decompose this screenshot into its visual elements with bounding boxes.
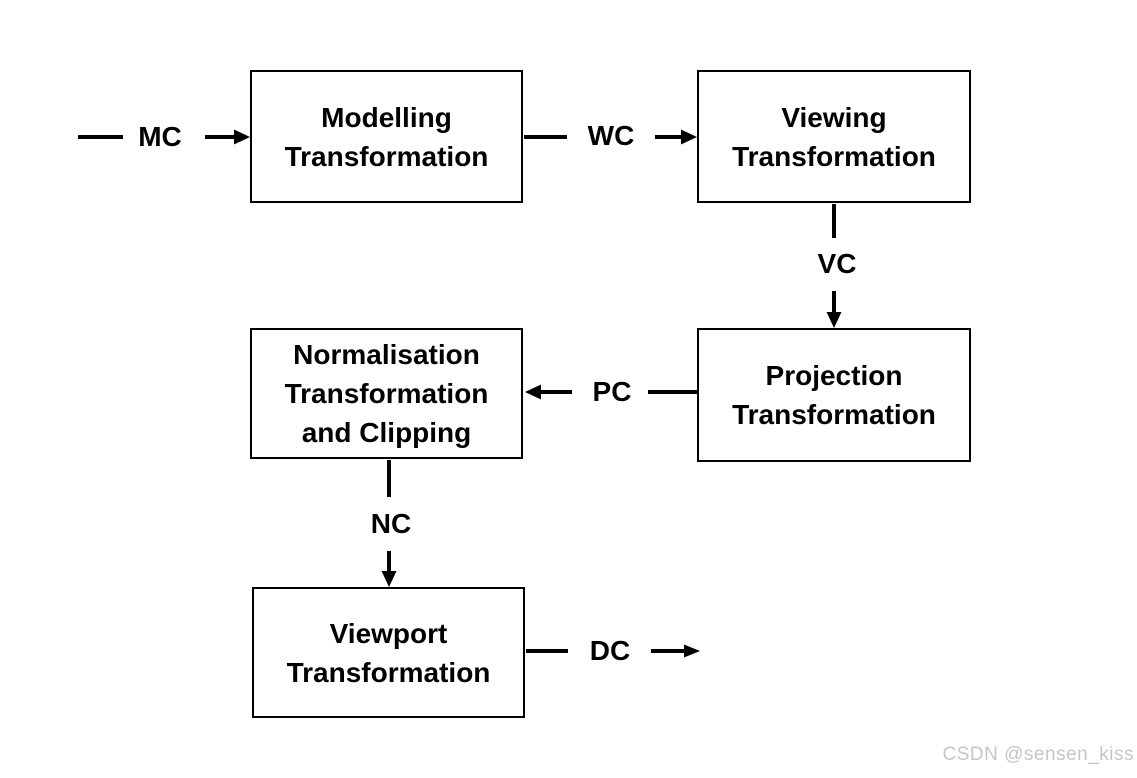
edge-label-pc: PC (592, 376, 632, 407)
edge-label-dc: DC (589, 635, 631, 666)
edge-dc-arrow (526, 644, 700, 658)
node-label: Viewport Transformation (286, 617, 491, 688)
edge-nc-arrow (381, 460, 397, 587)
edge-wc-arrow (524, 129, 697, 145)
node-label: Projection Transformation (732, 360, 936, 430)
edge-mc-arrow (78, 129, 250, 145)
edge-label-mc: MC (138, 121, 182, 152)
node-projection-transformation: Projection Transformation (697, 328, 971, 462)
csdn-watermark: CSDN @sensen_kiss (942, 744, 1134, 765)
node-label: Viewing Transformation (732, 101, 936, 172)
edge-label-nc: NC (370, 508, 412, 539)
node-normalisation-transformation-and-clipping: Normalisation Transformation and Clippin… (250, 328, 523, 459)
node-viewing-transformation: Viewing Transformation (697, 70, 971, 203)
edge-pc-arrow (525, 384, 698, 400)
node-modelling-transformation: Modelling Transformation (250, 70, 523, 203)
node-label: Modelling Transformation (284, 101, 489, 172)
edge-label-vc: VC (817, 248, 857, 279)
edge-vc-arrow (826, 204, 842, 328)
edge-label-wc: WC (587, 120, 635, 151)
node-viewport-transformation: Viewport Transformation (252, 587, 525, 718)
node-label: Normalisation Transformation and Clippin… (284, 339, 489, 448)
